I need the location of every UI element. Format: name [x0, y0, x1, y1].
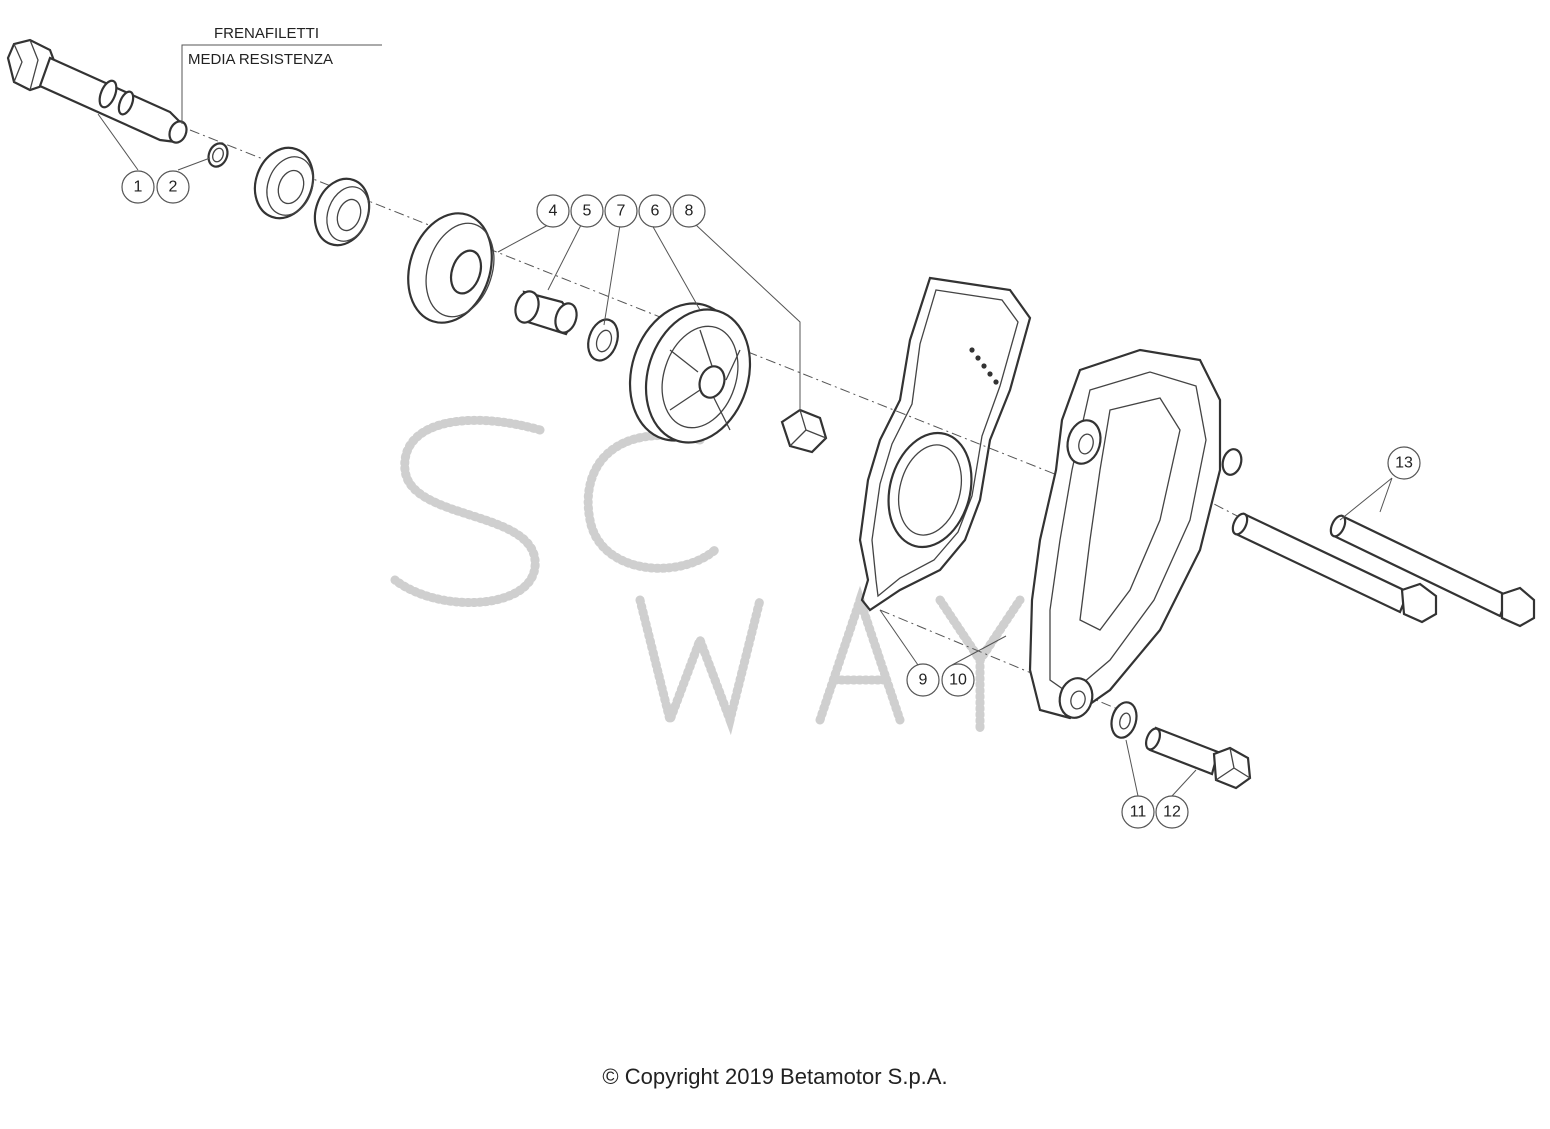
- impeller: [628, 302, 752, 444]
- bearing-1: [253, 146, 315, 220]
- pump-shaft: [6, 38, 188, 144]
- washer: [587, 318, 619, 362]
- impeller-nut: [780, 408, 828, 454]
- bearing-2: [313, 177, 371, 247]
- copyright-notice: © Copyright 2019 Betamotor S.p.A.: [602, 1064, 948, 1089]
- callout-9: 9: [906, 663, 940, 697]
- svg-text:11: 11: [1130, 804, 1147, 821]
- pump-cover: [1028, 348, 1243, 720]
- note-line-2: MEDIA RESISTENZA: [188, 51, 333, 68]
- callout-8: 8: [672, 194, 706, 228]
- callout-13: 13: [1387, 446, 1421, 480]
- svg-text:13: 13: [1395, 455, 1413, 472]
- callout-12: 12: [1155, 795, 1189, 829]
- svg-text:8: 8: [685, 203, 694, 220]
- note-line-1: FRENAFILETTI: [214, 25, 319, 42]
- long-bolts: [1231, 512, 1536, 628]
- circlip: [207, 142, 229, 168]
- callout-10: 10: [941, 663, 975, 697]
- callouts: 1 2 4 5 7 6 8 13 9 10 11 12: [121, 170, 1421, 829]
- callout-1: 1: [121, 170, 155, 204]
- svg-text:6: 6: [651, 203, 660, 220]
- svg-text:2: 2: [169, 179, 178, 196]
- callout-7: 7: [604, 194, 638, 228]
- callout-2: 2: [156, 170, 190, 204]
- svg-text:1: 1: [134, 179, 143, 196]
- svg-text:12: 12: [1163, 804, 1181, 821]
- callout-11: 11: [1121, 795, 1155, 829]
- cover-gasket: [858, 276, 1032, 612]
- svg-text:10: 10: [949, 672, 967, 689]
- callout-leaders: [97, 113, 1393, 797]
- watermark-logo: [390, 415, 1025, 736]
- svg-text:4: 4: [549, 203, 558, 220]
- callout-6: 6: [638, 194, 672, 228]
- bushing: [514, 290, 578, 336]
- svg-text:9: 9: [919, 672, 928, 689]
- callout-4: 4: [536, 194, 570, 228]
- svg-text:5: 5: [583, 203, 592, 220]
- svg-text:7: 7: [617, 203, 626, 220]
- oil-seal: [407, 212, 495, 324]
- cover-washer: [1110, 701, 1138, 739]
- short-bolt: [1144, 726, 1252, 790]
- callout-5: 5: [570, 194, 604, 228]
- threadlocker-note: FRENAFILETTI MEDIA RESISTENZA: [181, 25, 382, 124]
